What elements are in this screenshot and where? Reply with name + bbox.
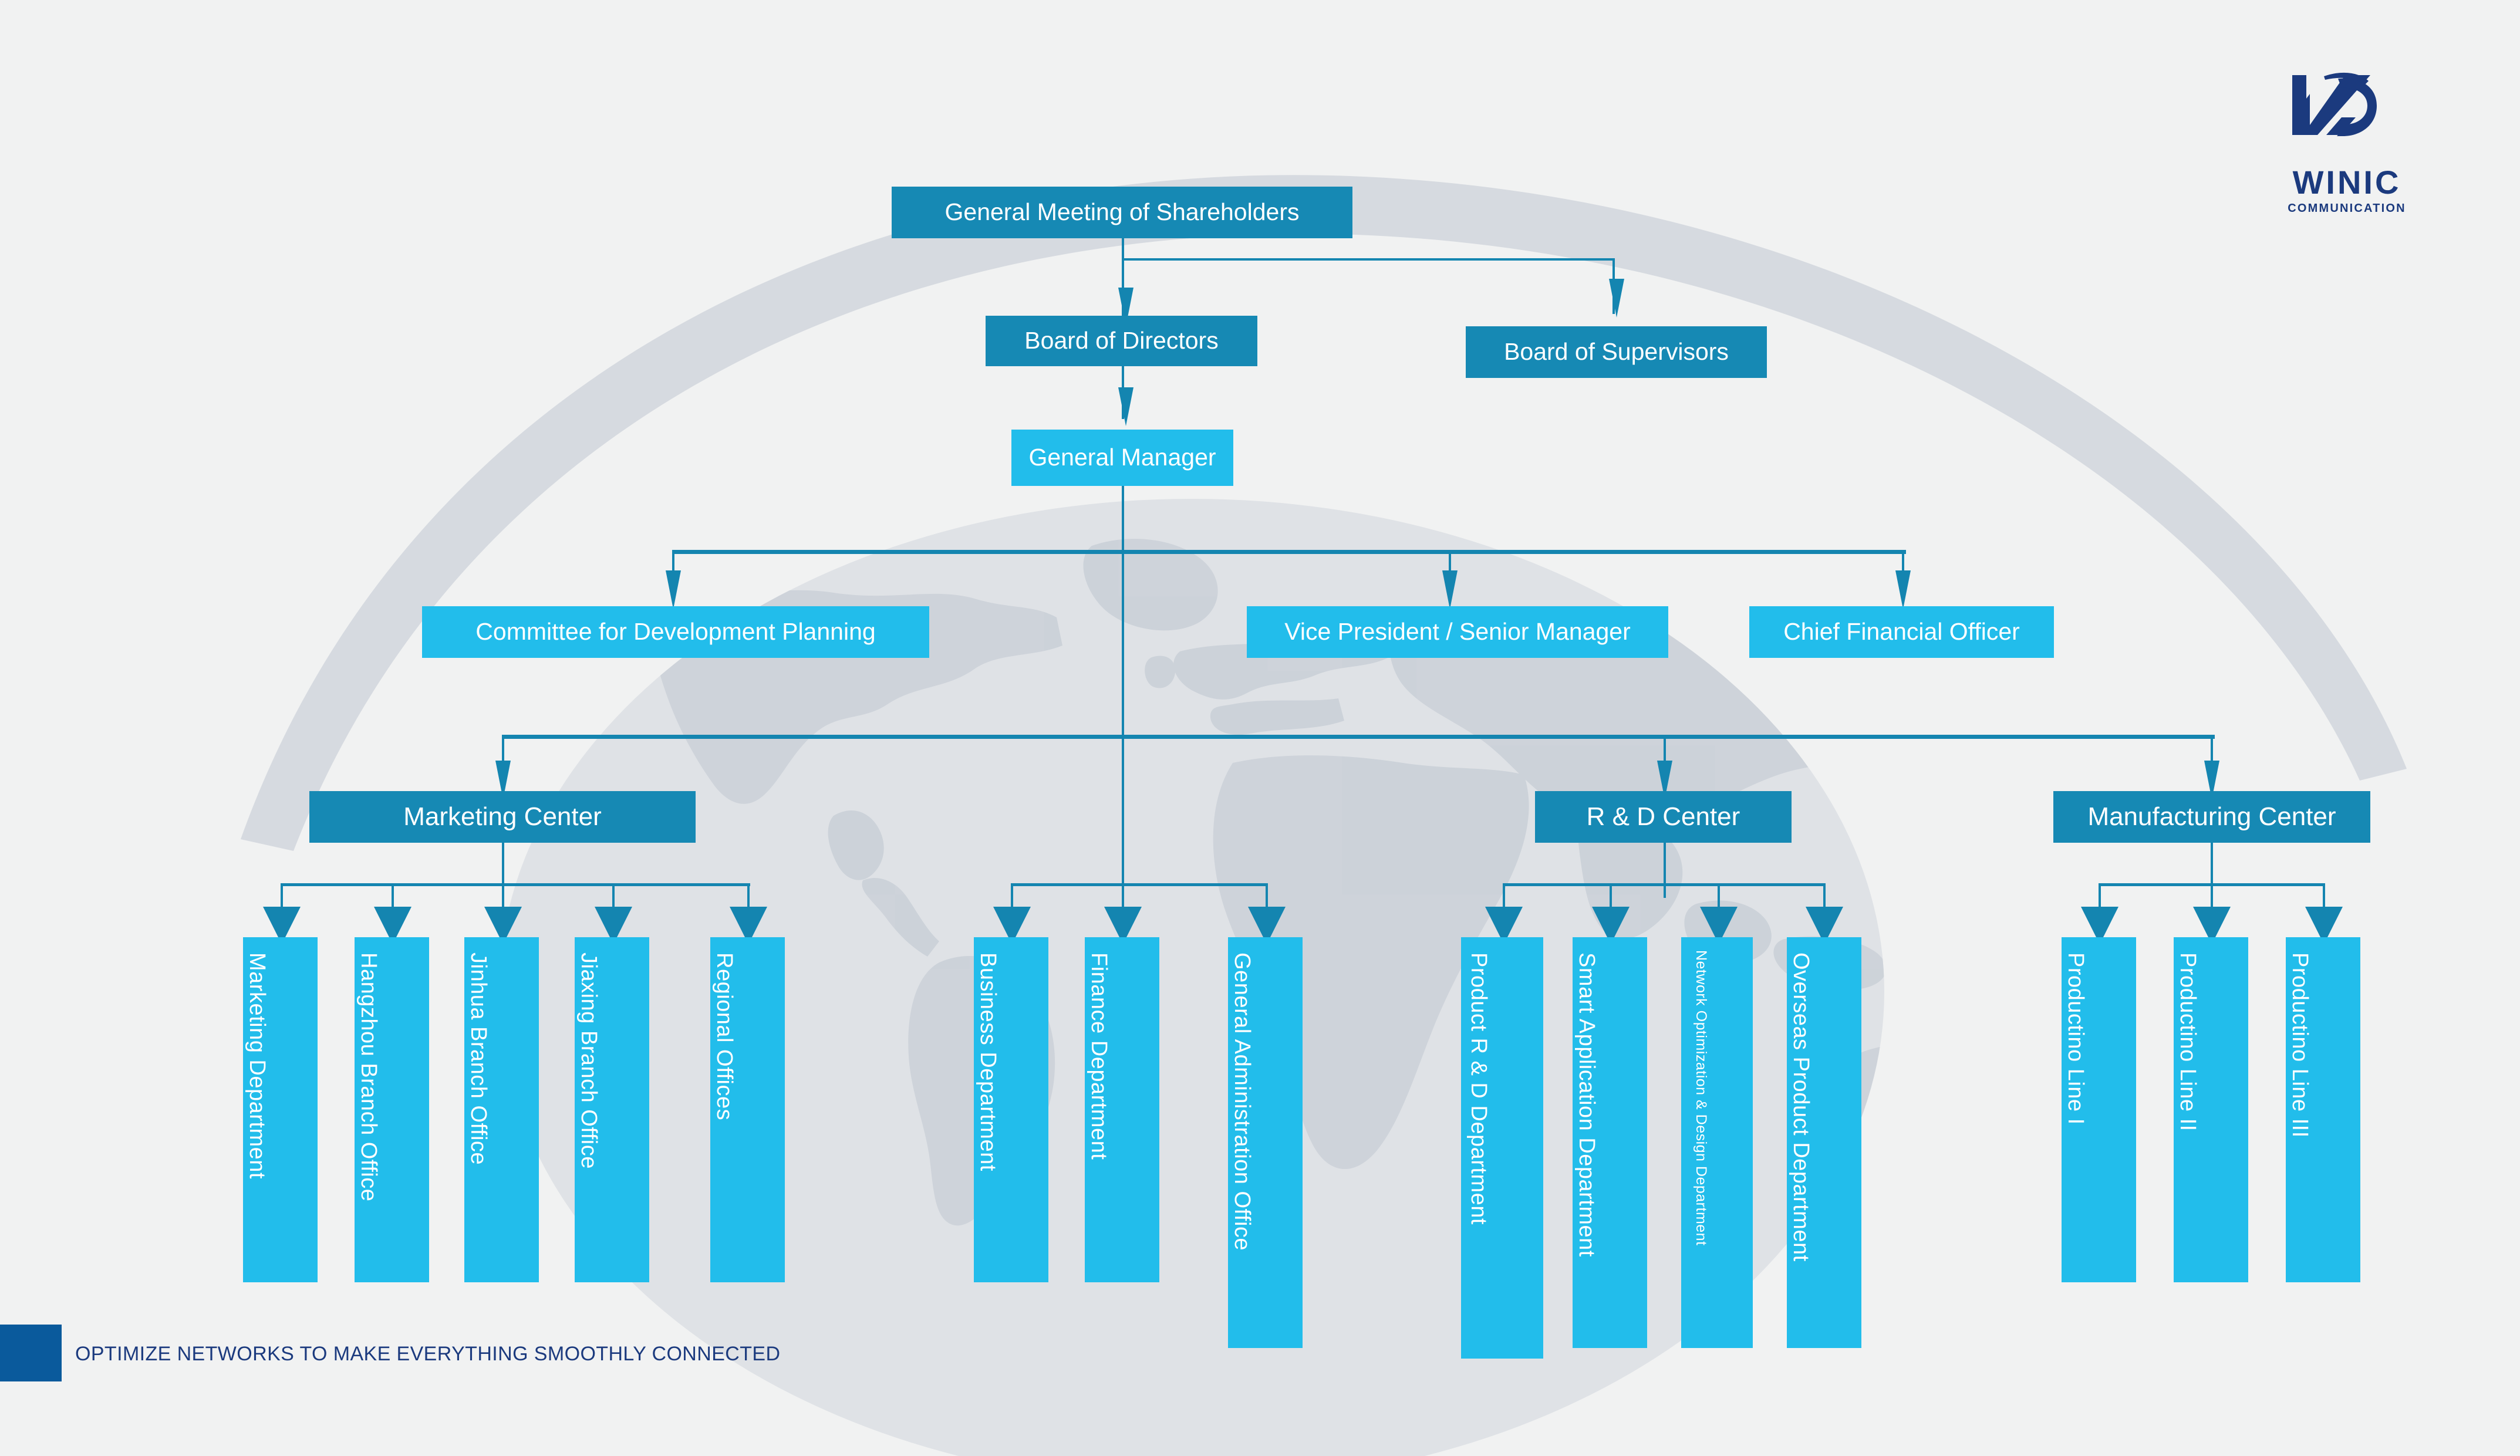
connector-drop-rd-3 — [1823, 883, 1826, 920]
node-label: Regional Offices — [711, 952, 737, 1121]
node-label: Finance Department — [1086, 952, 1111, 1160]
logo-wordmark: WINIC — [2292, 164, 2401, 201]
node-label: Network Optimization & Design Department — [1693, 950, 1709, 1246]
connector-gm-spine — [1122, 486, 1124, 887]
node-chief-financial-officer[interactable]: Chief Financial Officer — [1749, 606, 2054, 658]
connector-rd-stem — [1664, 842, 1666, 898]
node-network-optimization-design-department[interactable]: Network Optimization & Design Department — [1681, 937, 1753, 1348]
node-label: General Administration Office — [1229, 952, 1254, 1251]
connector-drop-mk-0 — [281, 883, 283, 920]
node-label: Marketing Department — [244, 952, 269, 1179]
node-productino-line-3[interactable]: Productino Line III — [2286, 937, 2360, 1282]
connector-bus-level2 — [1122, 258, 1615, 261]
node-vice-president-senior-manager[interactable]: Vice President / Senior Manager — [1247, 606, 1668, 658]
connector-drop-vicepresident — [1449, 550, 1451, 579]
connector-bus-gm-children — [1011, 883, 1268, 886]
node-jiaxing-branch-office[interactable]: Jiaxing Branch Office — [575, 937, 649, 1282]
footer-accent-block — [0, 1325, 62, 1381]
node-board-of-directors[interactable]: Board of Directors — [986, 316, 1257, 366]
arrow-to-general-manager — [1118, 387, 1134, 426]
node-overseas-product-department[interactable]: Overseas Product Department — [1787, 937, 1861, 1348]
connector-drop-mf-1 — [2211, 883, 2213, 920]
node-label: Jinhua Branch Office — [465, 952, 491, 1166]
connector-bus-rd-children — [1503, 883, 1826, 886]
arrow-to-vicepresident — [1442, 570, 1458, 609]
node-productino-line-2[interactable]: Productino Line II — [2174, 937, 2248, 1282]
node-jinhua-branch-office[interactable]: Jinhua Branch Office — [464, 937, 539, 1282]
node-productino-line-1[interactable]: Productino Line I — [2062, 937, 2136, 1282]
node-regional-offices[interactable]: Regional Offices — [710, 937, 785, 1282]
connector-bus-marketing-children — [281, 883, 750, 886]
node-business-department[interactable]: Business Department — [974, 937, 1048, 1282]
connector-bus-level4 — [672, 550, 1906, 554]
node-label: Productino Line III — [2287, 952, 2312, 1138]
connector-drop-rd-1 — [1610, 883, 1612, 920]
arrow-to-cfo — [1895, 570, 1911, 609]
connector-drop-committee — [672, 550, 674, 579]
node-general-manager[interactable]: General Manager — [1011, 430, 1233, 486]
connector-drop-mk-1 — [392, 883, 394, 920]
node-general-meeting-of-shareholders[interactable]: General Meeting of Shareholders — [892, 187, 1352, 238]
connector-drop-rd-2 — [1718, 883, 1720, 920]
node-hangzhou-branch-office[interactable]: Hangzhou Branch Office — [355, 937, 429, 1282]
node-label: Overseas Product Department — [1788, 952, 1813, 1262]
winic-logo: WINIC COMMUNICATION — [2268, 63, 2426, 215]
node-board-of-supervisors[interactable]: Board of Supervisors — [1466, 326, 1767, 378]
connector-drop-gm-1 — [1122, 883, 1124, 920]
logo-subtitle: COMMUNICATION — [2288, 202, 2406, 215]
node-label: Smart Application Department — [1574, 952, 1599, 1257]
connector-manufacturing-stem — [2211, 842, 2213, 898]
node-product-rd-department[interactable]: Product R & D Department — [1461, 937, 1543, 1359]
node-manufacturing-center[interactable]: Manufacturing Center — [2053, 791, 2370, 843]
connector-drop-mk-4 — [747, 883, 750, 920]
connector-drop-gm-0 — [1011, 883, 1013, 920]
node-label: Product R & D Department — [1466, 952, 1491, 1225]
connector-shareholders-stem — [1122, 238, 1124, 323]
node-label: Productino Line II — [2175, 952, 2200, 1131]
connector-drop-rd-0 — [1503, 883, 1505, 920]
node-finance-department[interactable]: Finance Department — [1085, 937, 1159, 1282]
winic-wd-monogram-icon — [2292, 72, 2377, 136]
node-label: Jiaxing Branch Office — [576, 952, 601, 1169]
node-label: Hangzhou Branch Office — [356, 952, 381, 1202]
connector-drop-mf-0 — [2099, 883, 2101, 920]
connector-drop-mk-3 — [612, 883, 615, 920]
node-label: Productino Line I — [2063, 952, 2088, 1125]
arrow-to-committee — [666, 570, 681, 609]
connector-bus-level5 — [502, 735, 2215, 739]
connector-drop-mf-2 — [2323, 883, 2325, 920]
node-marketing-center[interactable]: Marketing Center — [309, 791, 696, 843]
connector-marketing-stem — [502, 842, 504, 898]
arrow-to-board-of-supervisors — [1609, 279, 1624, 317]
node-general-administration-office[interactable]: General Administration Office — [1228, 937, 1303, 1348]
node-smart-application-department[interactable]: Smart Application Department — [1573, 937, 1647, 1348]
connector-drop-gm-2 — [1266, 883, 1268, 920]
connector-drop-cfo — [1902, 550, 1904, 579]
footer-tagline: OPTIMIZE NETWORKS TO MAKE EVERYTHING SMO… — [75, 1343, 781, 1365]
node-marketing-department[interactable]: Marketing Department — [243, 937, 318, 1282]
node-rd-center[interactable]: R & D Center — [1535, 791, 1792, 843]
node-committee-for-development-planning[interactable]: Committee for Development Planning — [422, 606, 929, 658]
node-label: Business Department — [975, 952, 1000, 1171]
connector-drop-mk-2 — [502, 883, 504, 920]
